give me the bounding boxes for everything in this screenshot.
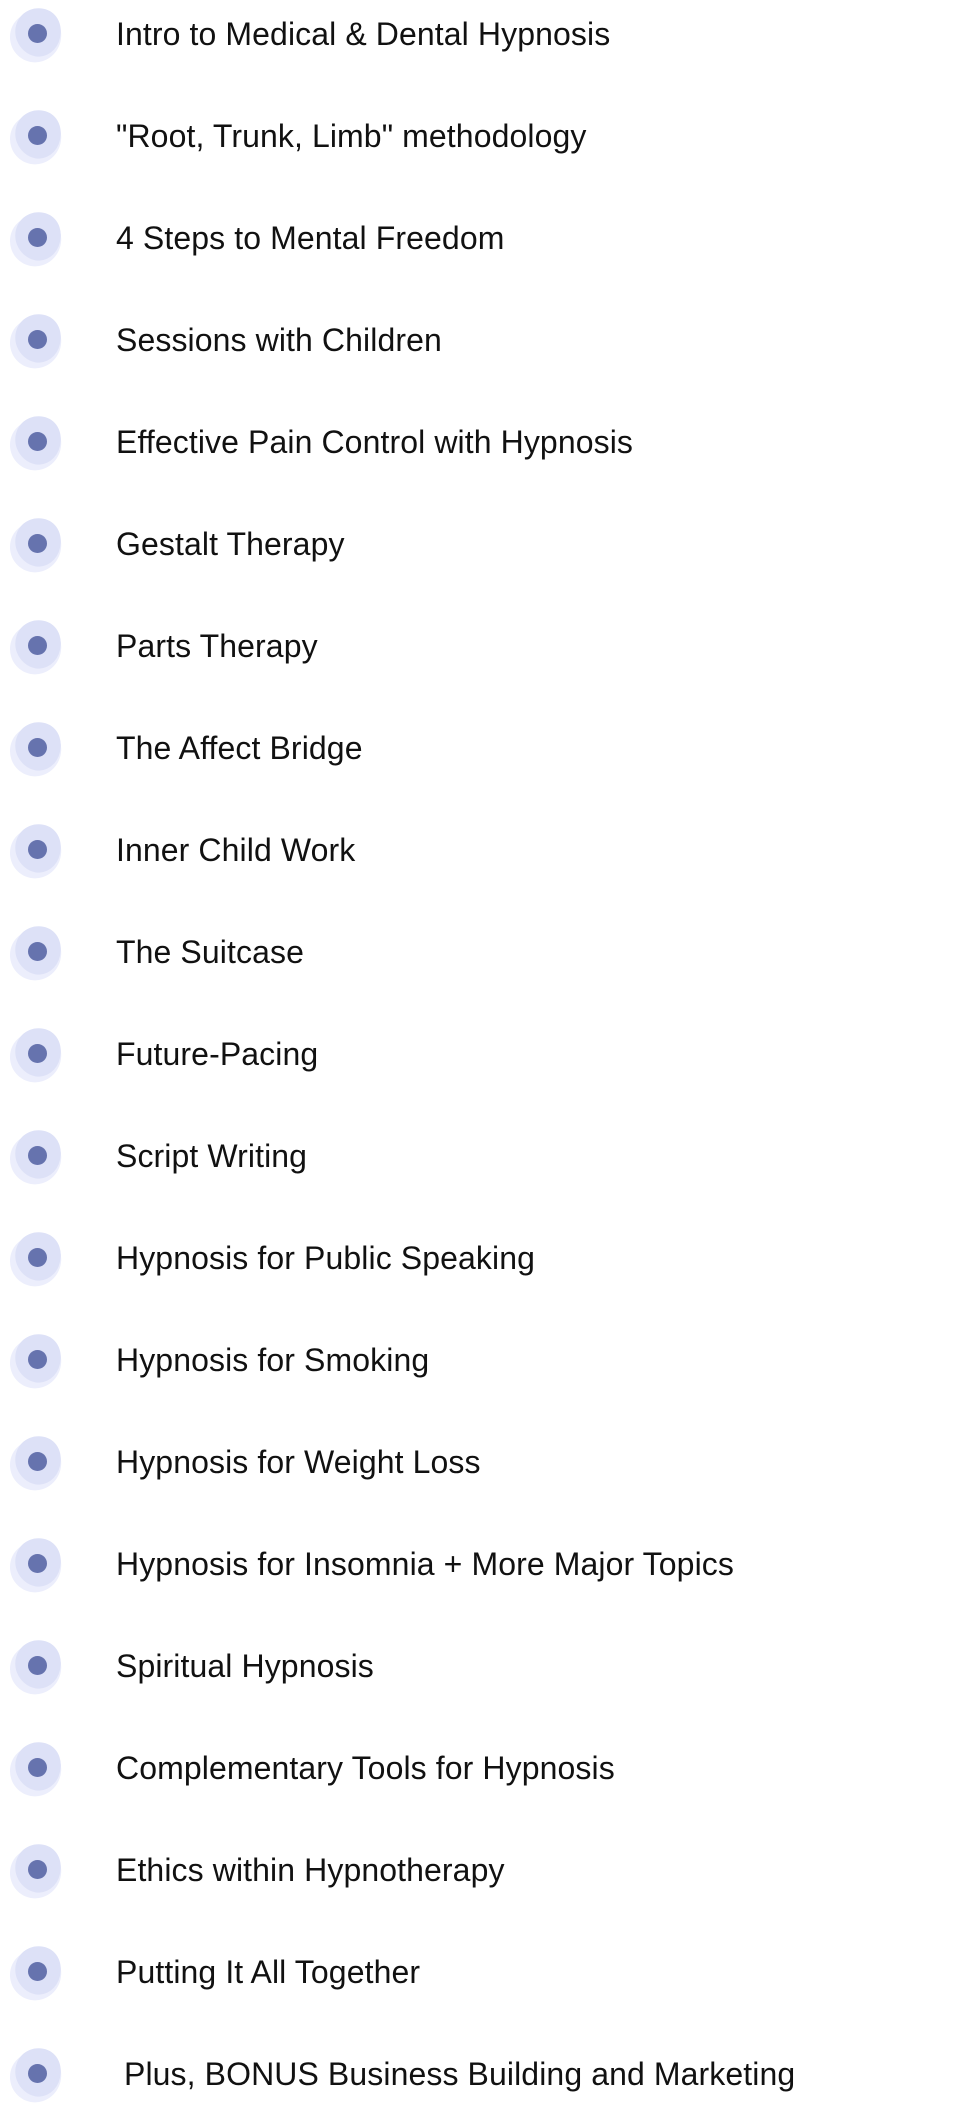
list-item-label: The Affect Bridge (116, 730, 363, 766)
bullet-dot-icon (3, 1837, 69, 1905)
list-item-label: Script Writing (116, 1138, 308, 1174)
list-item: Spiritual Hypnosis (0, 1615, 980, 1717)
list-item-label: 4 Steps to Mental Freedom (116, 220, 505, 256)
bullet-dot-icon (3, 307, 69, 375)
list-item: Hypnosis for Insomnia + More Major Topic… (0, 1513, 980, 1615)
bullet-dot-icon (3, 1633, 69, 1701)
bullet-dot-icon (3, 511, 69, 579)
bullet-dot-icon (3, 919, 69, 987)
list-item: Complementary Tools for Hypnosis (0, 1717, 980, 1819)
list-item-label: Hypnosis for Weight Loss (116, 1444, 481, 1480)
list-item: Future-Pacing (0, 1003, 980, 1105)
bullet-dot-icon (3, 2041, 69, 2109)
bullet-dot-icon (3, 817, 69, 885)
list-item: Gestalt Therapy (0, 493, 980, 595)
list-item-label: Gestalt Therapy (116, 526, 345, 562)
list-item: Effective Pain Control with Hypnosis (0, 391, 980, 493)
list-item: Hypnosis for Weight Loss (0, 1411, 980, 1513)
list-item: 4 Steps to Mental Freedom (0, 187, 980, 289)
list-item-label: Spiritual Hypnosis (116, 1648, 374, 1684)
bullet-dot-icon (3, 103, 69, 171)
list-item-label: Future-Pacing (116, 1036, 319, 1072)
list-item-label: Complementary Tools for Hypnosis (116, 1750, 615, 1786)
list-item-label: Inner Child Work (116, 832, 356, 868)
list-item-label: Parts Therapy (116, 628, 318, 664)
list-item-label: Plus, BONUS Business Building and Market… (124, 2056, 796, 2092)
list-item: "Root, Trunk, Limb" methodology (0, 85, 980, 187)
list-item: Putting It All Together (0, 1921, 980, 2023)
bullet-dot-icon (3, 1, 69, 69)
list-item: Hypnosis for Smoking (0, 1309, 980, 1411)
list-item: Parts Therapy (0, 595, 980, 697)
bullet-dot-icon (3, 715, 69, 783)
list-item: Inner Child Work (0, 799, 980, 901)
list-item-label: Ethics within Hypnotherapy (116, 1852, 505, 1888)
bullet-dot-icon (3, 1531, 69, 1599)
list-item-label: Intro to Medical & Dental Hypnosis (116, 16, 611, 52)
list-item: Ethics within Hypnotherapy (0, 1819, 980, 1921)
bullet-dot-icon (3, 1021, 69, 1089)
bullet-dot-icon (3, 1939, 69, 2007)
list-item-label: Hypnosis for Public Speaking (116, 1240, 536, 1276)
list-item-label: Effective Pain Control with Hypnosis (116, 424, 634, 460)
bullet-dot-icon (3, 1735, 69, 1803)
list-item-label: Hypnosis for Smoking (116, 1342, 430, 1378)
list-item-label: "Root, Trunk, Limb" methodology (116, 118, 587, 154)
bullet-dot-icon (3, 1123, 69, 1191)
list-item: The Suitcase (0, 901, 980, 1003)
list-item-label: The Suitcase (116, 934, 304, 970)
list-item: Sessions with Children (0, 289, 980, 391)
list-item: Plus, BONUS Business Building and Market… (0, 2023, 980, 2125)
bullet-dot-icon (3, 1429, 69, 1497)
list-item: Script Writing (0, 1105, 980, 1207)
bullet-dot-icon (3, 205, 69, 273)
list-item: The Affect Bridge (0, 697, 980, 799)
list-item-label: Sessions with Children (116, 322, 442, 358)
list-item-label: Hypnosis for Insomnia + More Major Topic… (116, 1546, 734, 1582)
bullet-dot-icon (3, 1327, 69, 1395)
list-item: Hypnosis for Public Speaking (0, 1207, 980, 1309)
bullet-dot-icon (3, 613, 69, 681)
list-item-label: Putting It All Together (116, 1954, 421, 1990)
bullet-dot-icon (3, 409, 69, 477)
bullet-dot-icon (3, 1225, 69, 1293)
list-item: Intro to Medical & Dental Hypnosis (0, 0, 980, 85)
